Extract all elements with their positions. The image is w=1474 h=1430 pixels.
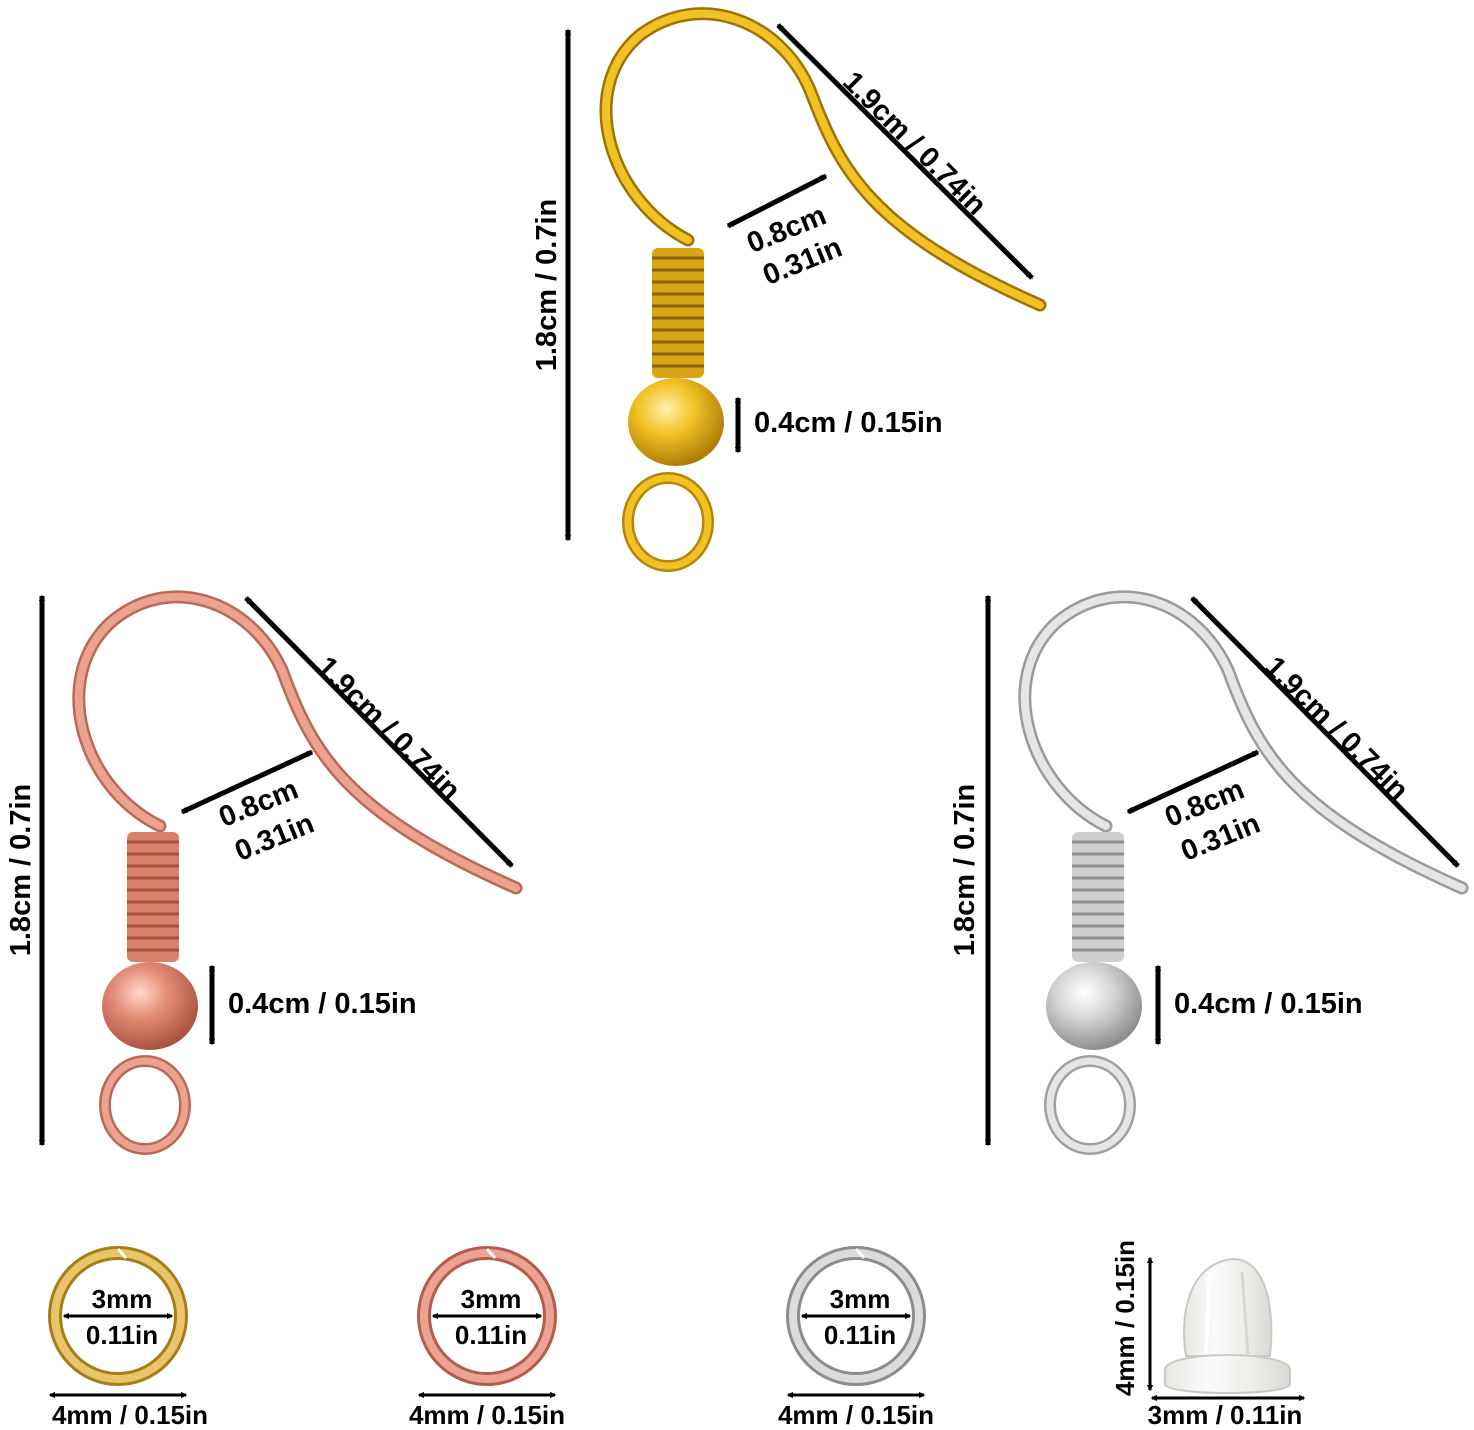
hook-bead [628,378,724,466]
hook-coil [652,248,704,378]
ring-inner-label-mm: 3mm [92,1284,153,1314]
earring-hook-rose [72,590,523,1155]
hook-bead-label: 0.4cm / 0.15in [754,407,943,439]
ring-outer-label: 4mm / 0.15in [778,1400,934,1430]
ring-inner-label-mm: 3mm [830,1284,891,1314]
ring-inner-label-in: 0.11in [455,1320,527,1350]
hook-coil [1072,832,1124,962]
jump-ring-gold [48,1246,188,1386]
earring-hook-gold [599,7,1047,572]
hook-length-label: 1.9cm / 0.74in [310,651,466,807]
ring-inner-label-in: 0.11in [824,1320,896,1350]
dimension-arrows-hook-gold [564,23,1034,542]
dimension-arrows-rings [48,1312,926,1399]
ring-outer-label: 4mm / 0.15in [52,1400,208,1430]
dimension-arrows-hook-silver [984,594,1460,1147]
jump-ring-silver [786,1246,926,1386]
hook-bead-label: 0.4cm / 0.15in [1174,988,1363,1020]
ring-inner-label-in: 0.11in [86,1320,158,1350]
hook-bead [102,962,198,1050]
hook-coil [127,832,179,962]
hook-height-label: 1.8cm / 0.7in [5,784,37,957]
hook-bead [1046,962,1142,1050]
dimension-arrows-hook-rose [38,594,514,1147]
stopper-width-label: 3mm / 0.11in [1148,1400,1303,1430]
hook-height-label: 1.8cm / 0.7in [949,784,981,957]
dimension-arrows-stopper [1146,1256,1306,1402]
hook-length-label: 1.9cm / 0.74in [836,66,992,222]
stopper-height-label: 4mm / 0.15in [1110,1240,1140,1396]
earring-hook-silver [1018,590,1469,1155]
hook-height-label: 1.8cm / 0.7in [531,199,563,372]
ring-inner-label-mm: 3mm [461,1284,522,1314]
earring-back-stopper [1164,1258,1291,1394]
jump-ring-rose [417,1246,557,1386]
ring-outer-label: 4mm / 0.15in [409,1400,565,1430]
hook-bead-label: 0.4cm / 0.15in [228,988,417,1020]
hook-length-label: 1.9cm / 0.74in [1258,651,1414,807]
